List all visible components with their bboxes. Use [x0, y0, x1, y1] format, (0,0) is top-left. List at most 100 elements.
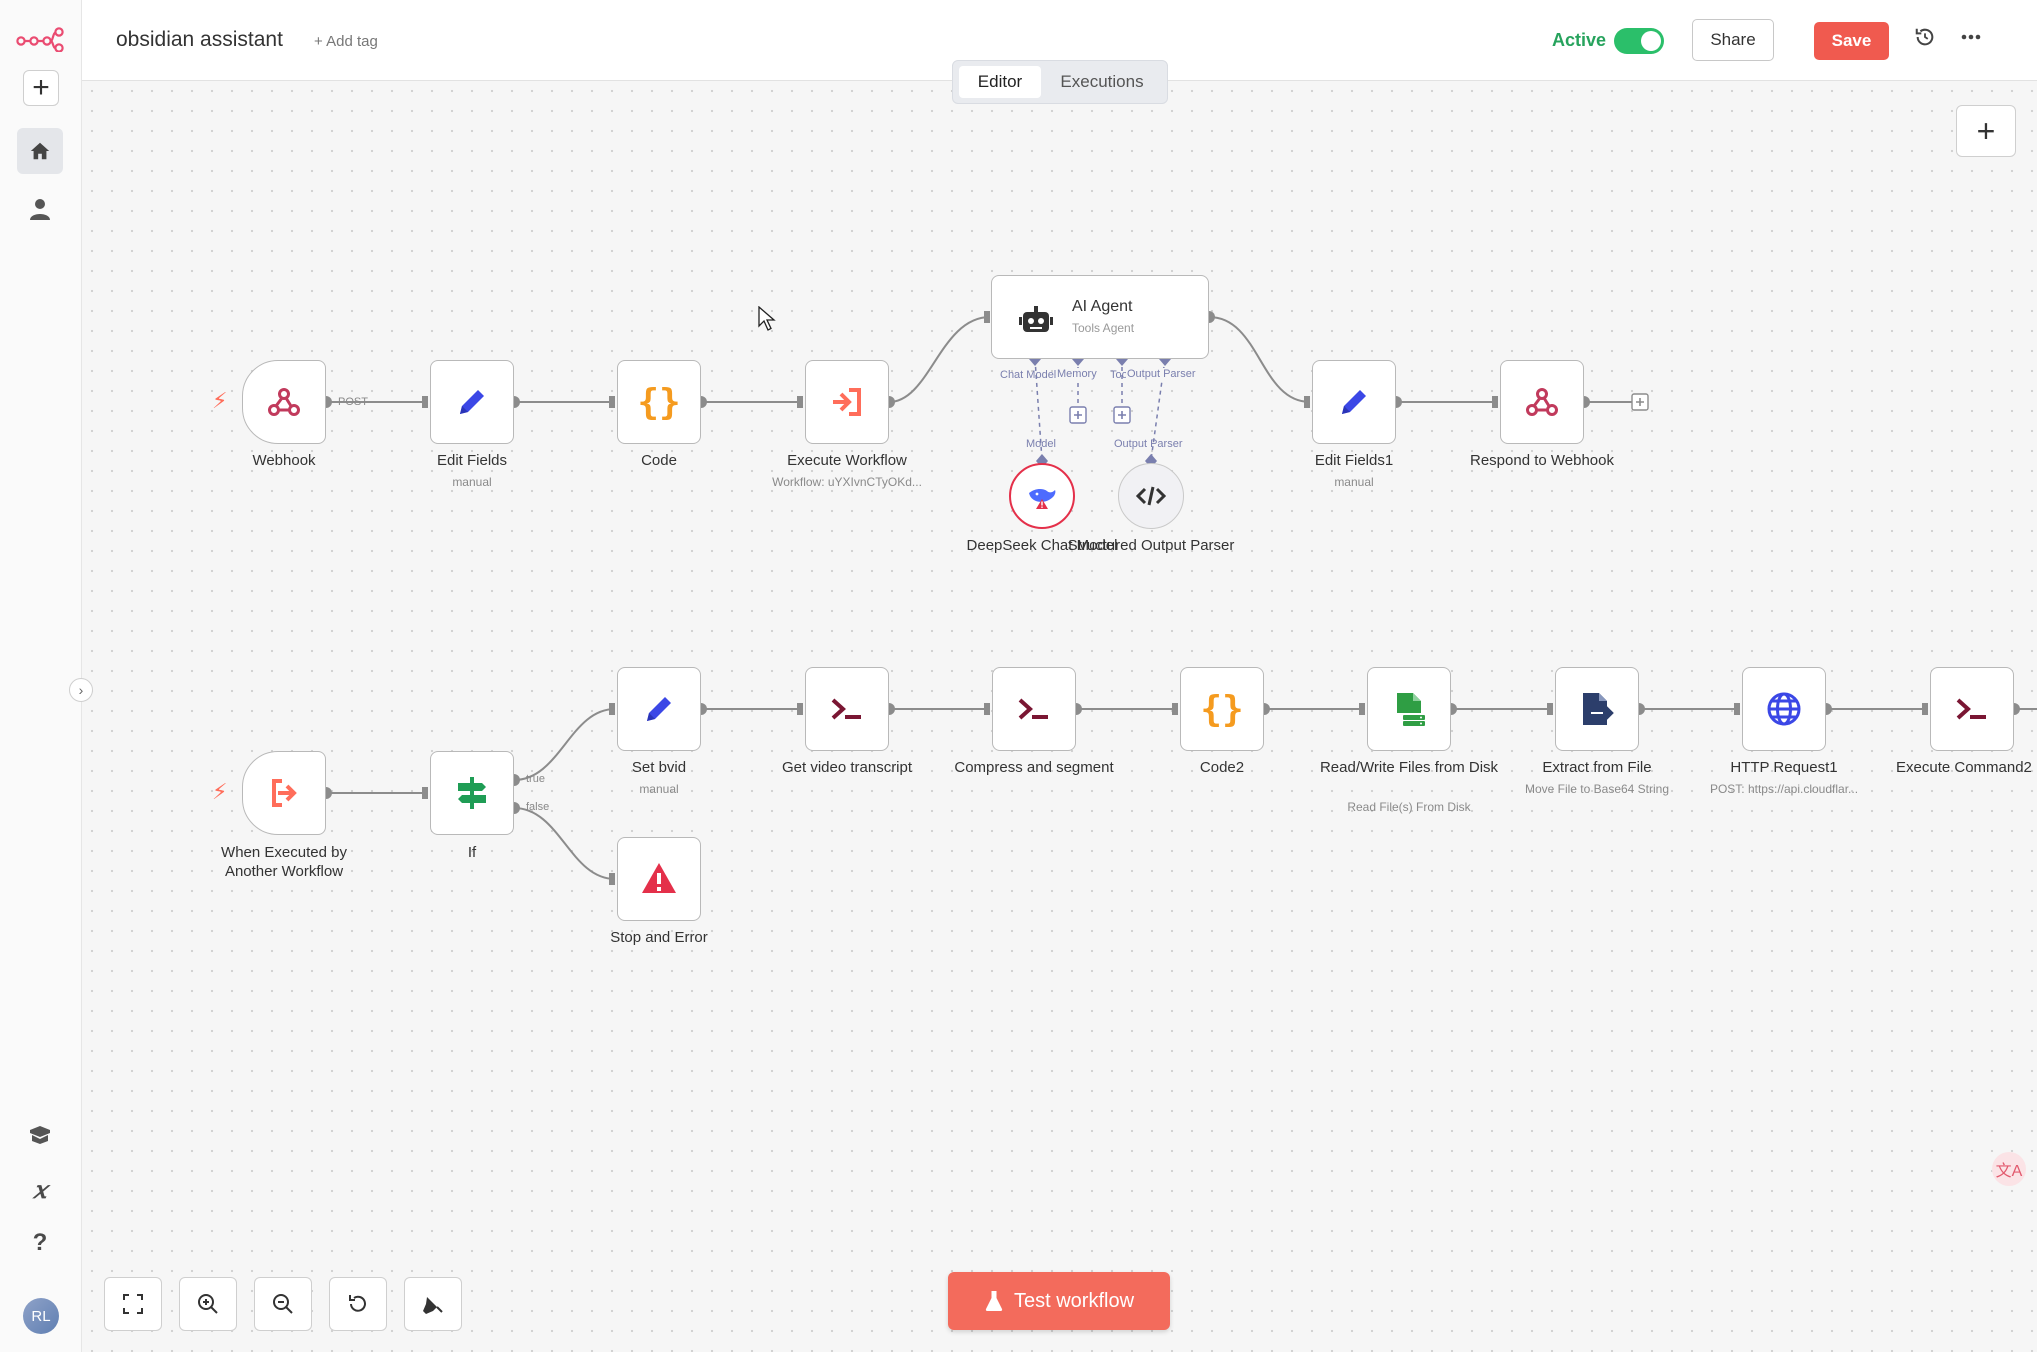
reset-zoom-button[interactable] [329, 1277, 387, 1331]
translate-icon[interactable]: 文A [1992, 1152, 2026, 1186]
node-respond-to-webhook[interactable] [1500, 360, 1584, 444]
tab-executions[interactable]: Executions [1060, 72, 1144, 91]
node-label: Execute Workflow [787, 452, 907, 469]
node-edit-fields[interactable] [430, 360, 514, 444]
trigger-bolt-icon: ⚡ [212, 388, 228, 413]
agent-subtitle: Tools Agent [1072, 321, 1135, 335]
node-webhook[interactable] [242, 360, 326, 444]
warning-icon [642, 863, 676, 893]
file-server-icon [1397, 693, 1425, 726]
node-edit-fields1[interactable] [1312, 360, 1396, 444]
home-icon [30, 142, 50, 160]
node-label: When Executed by Another Workflow [221, 844, 347, 880]
port-label-memory: Memory [1057, 368, 1097, 380]
sub-port-label-model: Model [1026, 438, 1056, 450]
test-workflow-label: Test workflow [1013, 1289, 1135, 1312]
node-label: Execute Command2 [1896, 759, 2032, 776]
add-node-button[interactable]: + [1956, 105, 2016, 157]
node-execute-workflow[interactable] [805, 360, 889, 444]
plus-icon: + [1976, 112, 1996, 149]
node-stop-and-error[interactable] [617, 837, 701, 921]
webhook-icon [1526, 388, 1558, 416]
workflow-title[interactable]: obsidian assistant [116, 28, 283, 51]
node-http-request1[interactable] [1742, 667, 1826, 751]
zoom-in-button[interactable] [179, 1277, 237, 1331]
sidebar: + 𝑥 ? RL [0, 0, 82, 1352]
toggle-knob [1641, 31, 1661, 51]
help-icon: ? [32, 1229, 48, 1256]
execute-workflow-icon [833, 388, 861, 416]
broom-icon [423, 1297, 443, 1314]
active-toggle[interactable] [1614, 28, 1664, 54]
node-deepseek-chat-model[interactable] [1009, 463, 1075, 529]
tidy-up-button[interactable] [404, 1277, 462, 1331]
sidebar-item-user[interactable] [17, 186, 63, 232]
node-subtitle: manual [1334, 475, 1374, 489]
add-tag-button[interactable]: + Add tag [314, 33, 378, 50]
tab-editor[interactable]: Editor [959, 66, 1041, 98]
sidebar-expand-button[interactable]: › [69, 678, 93, 702]
node-label: Code [641, 452, 677, 469]
sidebar-item-help[interactable]: ? [17, 1220, 63, 1266]
deepseek-whale-icon [1029, 488, 1056, 509]
code-tag-icon [1136, 486, 1166, 506]
agent-title: AI Agent [1072, 298, 1133, 315]
active-label: Active [1552, 30, 1607, 50]
sidebar-item-templates[interactable] [17, 1112, 63, 1158]
node-code2[interactable]: {} [1180, 667, 1264, 751]
flask-icon [985, 1291, 1003, 1311]
node-set-bvid[interactable] [617, 667, 701, 751]
create-button[interactable]: + [23, 70, 59, 106]
node-get-video-transcript[interactable] [805, 667, 889, 751]
node-label: Code2 [1199, 759, 1245, 776]
view-tabs: Editor Executions [952, 60, 1168, 104]
zoom-in-icon [198, 1294, 218, 1314]
node-subtitle: Read File(s) From Disk [1347, 800, 1471, 814]
box-icon [30, 1126, 50, 1144]
node-subtitle: POST: https://api.cloudflar... [1709, 782, 1859, 796]
webhook-method-label: POST [338, 396, 368, 408]
node-label: Stop and Error [610, 929, 708, 946]
avatar[interactable]: RL [23, 1298, 59, 1334]
user-icon [30, 199, 50, 220]
n8n-logo-icon[interactable] [16, 26, 64, 57]
chevron-right-icon: › [78, 682, 84, 698]
node-compress-and-segment[interactable] [992, 667, 1076, 751]
node-when-executed[interactable] [242, 751, 326, 835]
node-if[interactable] [430, 751, 514, 835]
pencil-icon [1342, 390, 1366, 414]
if-true-label: true [526, 773, 545, 785]
node-subtitle: Workflow: uYXIvnCTyOKd... [772, 475, 922, 489]
history-icon[interactable] [1914, 26, 1936, 54]
plus-icon: + [32, 71, 50, 104]
node-label: HTTP Request1 [1730, 759, 1838, 776]
node-label: Set bvid [631, 759, 687, 776]
terminal-icon [1018, 698, 1048, 720]
save-button[interactable]: Save [1814, 22, 1889, 60]
node-code[interactable]: {} [617, 360, 701, 444]
node-execute-command2[interactable] [1930, 667, 2014, 751]
node-structured-output-parser[interactable] [1118, 463, 1184, 529]
sign-in-icon [272, 779, 297, 807]
test-workflow-button[interactable]: Test workflow [948, 1272, 1170, 1330]
node-ai-agent[interactable]: AI Agent Tools Agent [991, 275, 1209, 359]
zoom-out-icon [273, 1294, 293, 1314]
code-braces-icon: {} [637, 381, 681, 423]
node-label: Respond to Webhook [1470, 452, 1614, 469]
share-button[interactable]: Share [1692, 19, 1774, 61]
terminal-icon [1956, 698, 1986, 720]
webhook-icon [268, 388, 300, 416]
more-options-icon[interactable] [1960, 24, 1982, 55]
fit-view-button[interactable] [104, 1277, 162, 1331]
sidebar-item-variables[interactable]: 𝑥 [17, 1166, 63, 1212]
trigger-bolt-icon: ⚡ [212, 779, 228, 804]
sidebar-item-home[interactable] [17, 128, 63, 174]
node-label: Webhook [252, 452, 316, 469]
node-label: Extract from File [1542, 759, 1652, 776]
mouse-cursor-icon [758, 306, 776, 331]
zoom-out-button[interactable] [254, 1277, 312, 1331]
node-read-write-files[interactable] [1367, 667, 1451, 751]
node-extract-from-file[interactable] [1555, 667, 1639, 751]
node-subtitle: Move File to Base64 String [1524, 782, 1670, 796]
fit-view-icon [123, 1294, 143, 1314]
